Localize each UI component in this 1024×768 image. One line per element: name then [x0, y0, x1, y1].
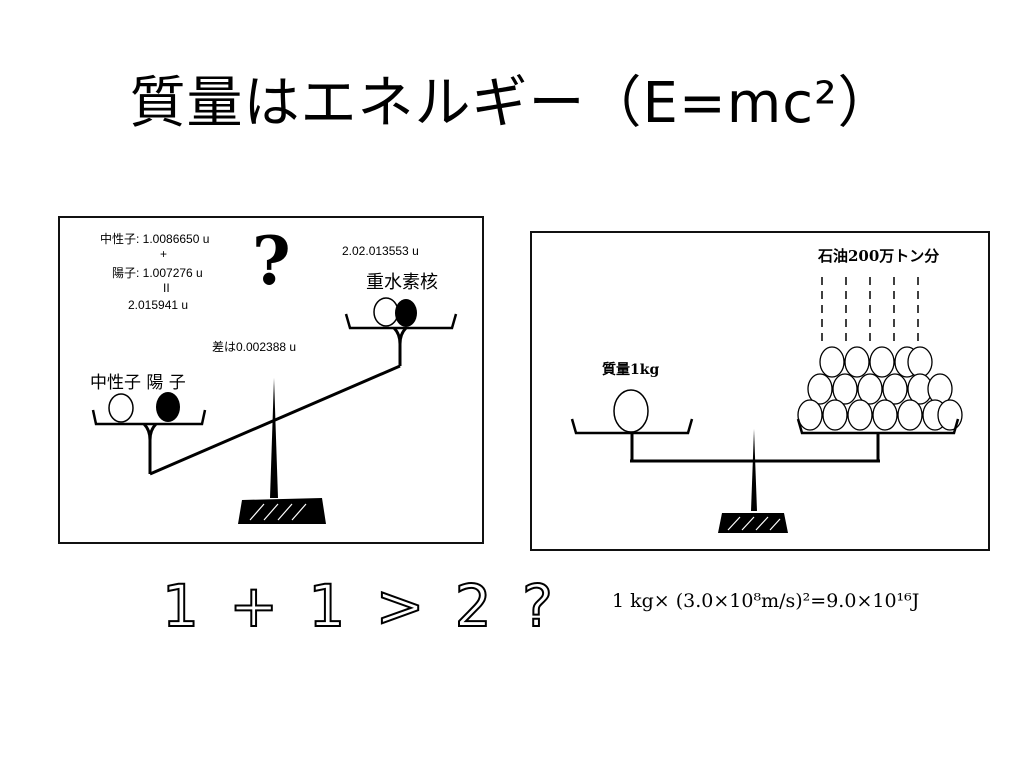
left-caption: 1 + 1 > 2 ? — [161, 571, 559, 641]
deuteron-mass-text: 2.02.013553 u — [342, 244, 419, 258]
slide-title: 質量はエネルギー（E=mc²） — [129, 71, 895, 136]
neutron-proton-label: 中性子 陽 子 — [90, 373, 186, 393]
deuteron-label: 重水素核 — [366, 272, 438, 293]
left-figure-panel: 中性子: 1.0086650 u + 陽子: 1.007276 u II 2.0… — [58, 216, 484, 544]
question-mark: ? — [252, 222, 291, 300]
plus-sign: + — [160, 247, 168, 261]
neutron-mass-text: 中性子: 1.0086650 u — [100, 232, 210, 246]
right-figure-panel: 石油200万トン分 質量1kg — [530, 231, 990, 551]
equals-sign: II — [163, 281, 170, 295]
sum-mass-text: 2.015941 u — [128, 298, 189, 312]
proton-mass-text: 陽子: 1.007276 u — [112, 266, 203, 280]
mass-difference-text: 差は0.002388 u — [212, 340, 297, 354]
mass-1kg-label: 質量1kg — [602, 362, 660, 378]
level-balance-drawing — [570, 277, 963, 533]
tilted-balance-drawing — [91, 297, 458, 524]
oil-label: 石油200万トン分 — [818, 247, 940, 265]
energy-equation-caption: 1 kg× (3.0×10⁸m/s)²=9.0×10¹⁶J — [612, 590, 920, 612]
